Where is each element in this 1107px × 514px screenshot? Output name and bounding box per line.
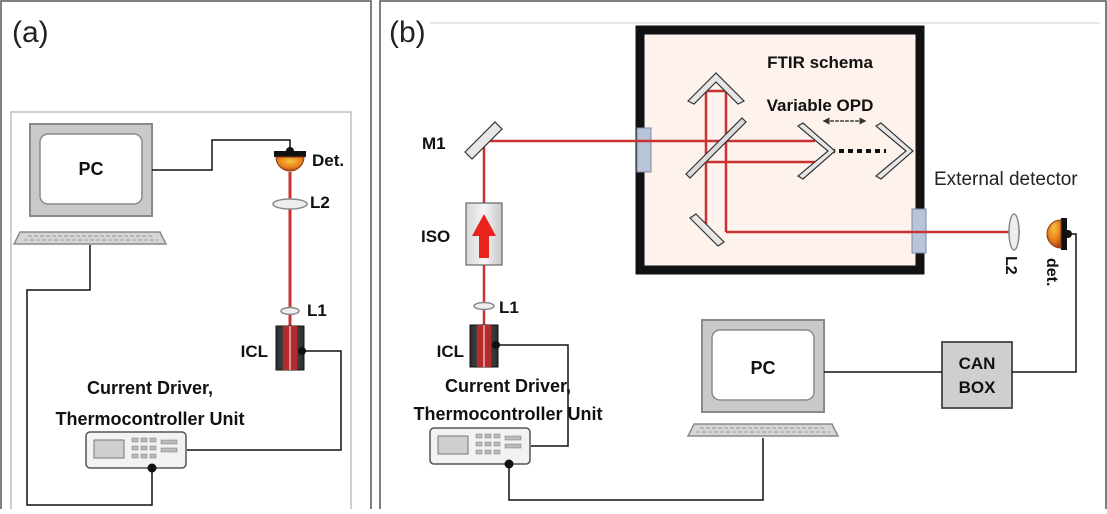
driver-a-label-1: Current Driver, — [87, 378, 213, 398]
driver-b-label-2: Thermocontroller Unit — [413, 404, 602, 424]
isolator-arrow-icon — [472, 214, 496, 258]
detector-b: det. — [1043, 218, 1072, 286]
ftir-box — [635, 25, 925, 275]
external-detector-label: External detector — [934, 169, 1078, 190]
panel-b-tag: (b) — [389, 16, 426, 49]
panel-a-tag: (a) — [12, 16, 49, 49]
canbox-detector-cable — [1012, 233, 1077, 373]
can-box-label-1: CAN — [959, 354, 996, 373]
lens-l1-a-label: L1 — [307, 301, 327, 320]
ftir-entry-window — [636, 127, 652, 173]
mirror-m1 — [464, 121, 503, 160]
driver-pc-cable-b — [508, 438, 764, 501]
can-box-body — [941, 341, 1013, 409]
panel-b: (b) FTIR schema Variable OPD — [379, 0, 1107, 512]
lens-l1-b-label: L1 — [499, 298, 519, 317]
pc-b-screen — [711, 329, 815, 401]
keyboard — [12, 231, 168, 245]
mirror-m1-label: M1 — [422, 134, 446, 153]
icl-a-label: ICL — [241, 342, 268, 361]
can-box: CAN BOX — [941, 341, 1013, 409]
lens-l2-b — [1008, 213, 1020, 251]
isolator-label: ISO — [421, 227, 450, 246]
driver-unit-b — [429, 427, 531, 469]
detector-b-label: det. — [1043, 258, 1060, 286]
pc-a: PC — [12, 123, 168, 245]
lens-l2-b-label: L2 — [1002, 256, 1019, 275]
driver-unit-a — [85, 431, 187, 473]
driver-display — [93, 439, 125, 459]
detector-a-label: Det. — [312, 151, 344, 170]
pc-b: PC — [686, 319, 840, 437]
lens-l1-b — [473, 301, 495, 311]
icl-b: ICL — [437, 324, 500, 368]
pc-a-label: PC — [78, 159, 103, 179]
icl-a: ICL — [241, 325, 306, 371]
opd-label: Variable OPD — [767, 96, 874, 115]
ftir-moving-mirror — [796, 122, 836, 180]
driver-b-display — [437, 435, 469, 455]
icl-driver-cable-b — [496, 344, 569, 447]
pc-b-label: PC — [750, 358, 775, 378]
isolator: ISO — [421, 202, 503, 266]
monitor-screen — [39, 133, 143, 205]
ftir-mirrors — [685, 72, 914, 247]
lens-l2-a-label: L2 — [310, 193, 330, 212]
detector-b-sensor — [1046, 219, 1062, 249]
pc-detector-cable-a — [152, 139, 291, 171]
detector-a: Det. — [274, 147, 344, 172]
ftir-top-mirror — [686, 72, 746, 105]
pc-driver-cable-a — [26, 245, 153, 506]
lens-l1-a — [280, 306, 300, 316]
ftir-bottom-mirror — [689, 213, 725, 247]
icl-b-label: ICL — [437, 342, 464, 361]
lens-l2-a — [272, 198, 308, 210]
panel-a: (a) PC Det. L2 L1 — [0, 0, 372, 513]
driver-b-label-1: Current Driver, — [445, 376, 571, 396]
ftir-far-mirror — [874, 122, 914, 180]
panel-a-frame — [0, 0, 372, 512]
detector-sensor — [275, 156, 305, 172]
driver-a-label-2: Thermocontroller Unit — [55, 409, 244, 429]
icl-driver-cable-a — [187, 350, 342, 451]
can-box-label-2: BOX — [959, 378, 997, 397]
ftir-title: FTIR schema — [767, 53, 873, 72]
pc-b-keyboard — [686, 423, 840, 437]
ftir-beamsplitter — [685, 117, 747, 179]
